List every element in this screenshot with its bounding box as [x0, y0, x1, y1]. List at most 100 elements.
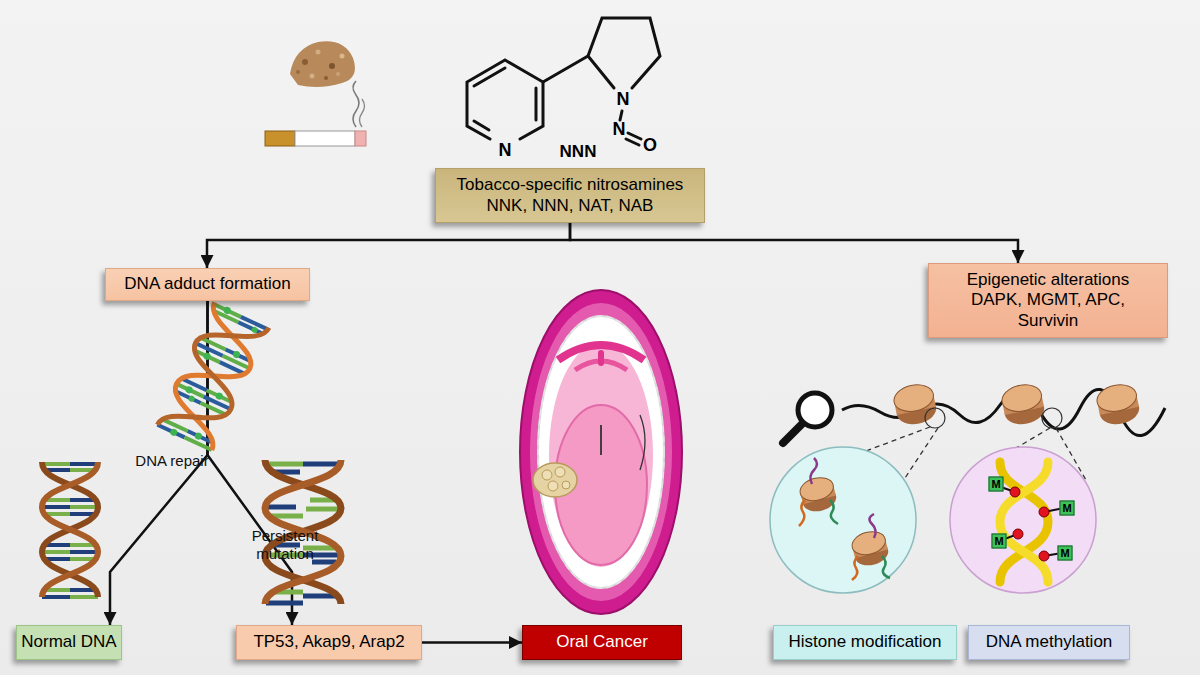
nucleosome — [894, 394, 939, 428]
methylation-zoom — [1000, 462, 1048, 582]
dna-adduct-helix — [204, 397, 231, 410]
cigarette-icon — [360, 99, 365, 127]
nucleosome — [1097, 394, 1142, 428]
mouth-illustration — [575, 361, 627, 370]
nucleosome — [999, 381, 1046, 427]
tobacco-pile — [310, 74, 315, 79]
normal-dna-helix — [70, 462, 98, 466]
tobacco-pile — [302, 59, 308, 65]
methyl-mark: M — [1058, 546, 1073, 561]
mutated-dna-helix — [270, 590, 303, 595]
mouth-illustration — [520, 290, 682, 614]
edge-label: Persistent mutation — [236, 527, 334, 563]
normal-dna-helix — [70, 557, 95, 561]
process-box: DNA adduct formation — [105, 268, 310, 301]
mouth-illustration — [533, 463, 577, 497]
dna-adduct-helix — [220, 362, 244, 373]
mouth-illustration — [600, 425, 602, 455]
methylation-zoom — [950, 447, 1096, 593]
histone-zoom — [830, 500, 838, 524]
dna-adduct-helix — [238, 322, 261, 333]
histone-zoom — [810, 458, 817, 484]
dna-adduct-helix — [232, 350, 241, 359]
dna-adduct-helix — [223, 356, 250, 369]
nucleosome — [1002, 394, 1047, 428]
zoom-leader — [783, 427, 930, 482]
mouth-illustration — [538, 316, 664, 588]
mutated-dna-helix — [270, 470, 300, 475]
chemical-structure — [626, 133, 641, 145]
zoom-leader — [905, 428, 938, 478]
normal-dna-helix — [45, 588, 70, 592]
dna-adduct-helix — [157, 302, 268, 450]
normal-dna-helix — [70, 550, 98, 554]
nucleosome — [894, 394, 936, 415]
mouth-illustration — [558, 345, 644, 360]
histone-zoom — [852, 539, 888, 558]
dna-adduct-helix — [177, 392, 201, 403]
normal-dna-helix — [42, 550, 70, 554]
histone-zoom — [852, 539, 891, 569]
chemical-structure — [535, 88, 538, 120]
chemical-structure — [474, 121, 489, 130]
dna-adduct-helix — [185, 437, 212, 450]
tobacco-pile — [336, 72, 340, 76]
histone-zoom — [852, 556, 858, 580]
arrow-connector — [422, 641, 522, 644]
mouth-illustration — [530, 303, 672, 601]
normal-dna-helix — [42, 464, 98, 597]
normal-dna-helix — [70, 498, 95, 502]
normal-dna-helix — [42, 462, 98, 597]
box-text: Normal DNA — [21, 632, 116, 652]
cigarette-icon — [355, 131, 366, 146]
normal-dna-helix — [42, 505, 70, 509]
normal-dna-helix — [45, 512, 70, 516]
nucleosome — [1002, 394, 1044, 415]
box-text: Tobacco-specific nitrosamines — [457, 175, 684, 195]
mutated-dna-helix — [266, 505, 296, 510]
cigarette-icon — [353, 81, 359, 127]
outcome-box: TP53, Akap9, Arap2 — [236, 625, 422, 660]
dna-adduct-helix — [215, 392, 224, 401]
methylation-zoom — [950, 447, 1096, 593]
dna-adduct-helix — [201, 403, 225, 414]
methylation-zoom — [998, 486, 1064, 556]
mouth-illustration — [598, 350, 604, 366]
dna-adduct-helix — [157, 304, 268, 450]
normal-dna-helix — [70, 468, 94, 472]
normal-dna-helix — [42, 462, 98, 597]
tobacco-pile — [296, 70, 300, 74]
mutated-dna-helix — [303, 462, 340, 467]
dna-adduct-helix — [223, 306, 232, 315]
box-text: Epigenetic alterations — [967, 270, 1130, 290]
histone-zoom — [849, 528, 890, 569]
arrow-connector — [207, 223, 570, 268]
tobacco-pile — [329, 63, 335, 69]
normal-dna-helix — [45, 543, 70, 547]
mutated-dna-helix — [306, 507, 340, 512]
dna-adduct-helix — [226, 349, 250, 360]
mouth-illustration — [562, 481, 570, 489]
nucleosome — [999, 381, 1044, 415]
mouth-illustration — [555, 405, 647, 565]
histone-zoom — [800, 485, 839, 515]
box-subtext: DAPK, MGMT, APC, Survivin — [939, 290, 1157, 331]
atom-label: N — [617, 90, 630, 110]
arrow-connector — [570, 223, 1018, 263]
zoom-leader — [783, 427, 1086, 482]
nucleosome — [891, 381, 938, 427]
dna-adduct-helix — [185, 385, 194, 394]
chromatin-fiber — [842, 389, 1165, 435]
mouth-illustration — [640, 415, 645, 470]
box-text: Oral Cancer — [556, 632, 648, 652]
mutated-dna-helix — [266, 462, 303, 467]
outcome-box: Normal DNA — [16, 625, 122, 660]
normal-dna-helix — [42, 462, 70, 466]
histone-zoom — [770, 447, 916, 593]
histone-zoom — [797, 474, 838, 515]
methylation-zoom — [1000, 462, 1048, 582]
methylation-zoom — [1039, 551, 1049, 561]
nucleosome — [1094, 381, 1141, 427]
chromatin-fiber — [925, 408, 945, 428]
cigarette-icon — [295, 131, 355, 146]
